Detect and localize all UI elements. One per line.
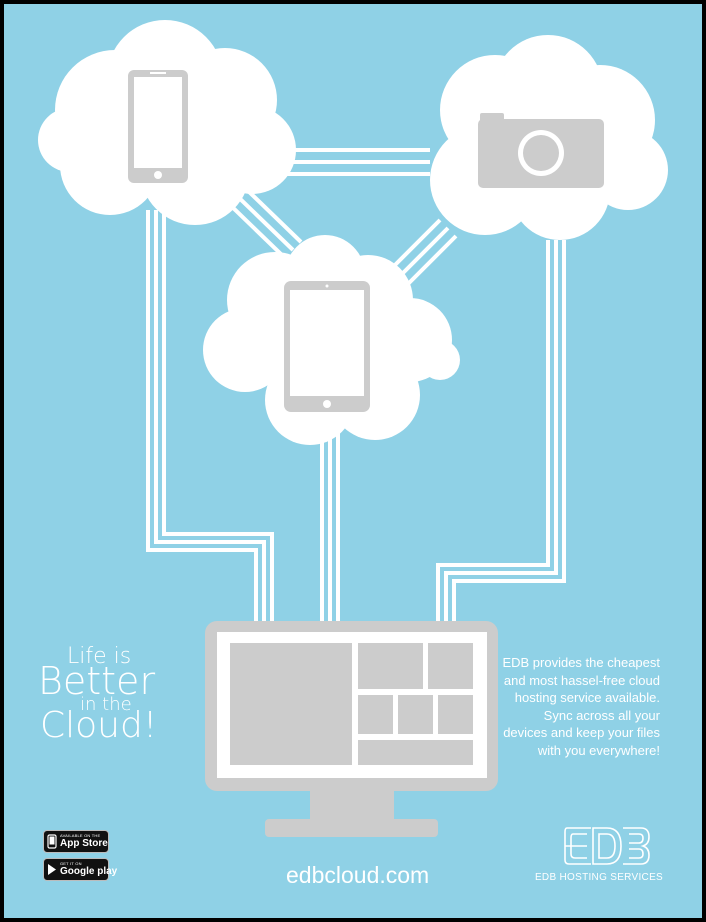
tagline-line-4: Cloud! — [40, 705, 158, 746]
monitor-icon — [205, 621, 498, 837]
tagline-line-2: Better — [38, 659, 156, 703]
camera-icon — [478, 113, 604, 188]
line-tablet-monitor — [320, 430, 340, 625]
tagline-line-3: in the — [80, 694, 132, 715]
app-store-label: App Store — [60, 838, 108, 849]
edb-logo — [564, 827, 650, 865]
apple-icon — [47, 834, 57, 849]
google-play-label: Google play — [60, 866, 118, 877]
line-camera-monitor — [436, 240, 566, 625]
brand-name: EDB HOSTING SERVICES — [534, 872, 664, 883]
cloud-top-left — [38, 20, 296, 225]
line-phone-monitor — [146, 210, 274, 625]
tagline-line-1: Life is — [67, 644, 132, 669]
google-play-small-text: GET IT ON — [60, 861, 82, 866]
app-store-badge[interactable]: AVAILABLE ON THE App Store — [43, 830, 109, 853]
google-play-badge[interactable]: GET IT ON Google play — [43, 858, 117, 881]
line-camera-tablet — [388, 218, 458, 288]
smartphone-icon — [128, 70, 188, 183]
poster: Life is Better in the Cloud! EDB provide… — [4, 4, 702, 918]
description-text: EDB provides the cheapest and most hasse… — [502, 655, 660, 758]
app-store-small-text: AVAILABLE ON THE — [60, 833, 101, 838]
website-link[interactable]: edbcloud.com — [286, 862, 430, 888]
illustration — [38, 20, 668, 837]
line-phone-camera — [280, 148, 430, 176]
tablet-icon — [284, 281, 370, 412]
monitor-screen-tiles — [230, 643, 473, 765]
google-play-icon — [48, 864, 56, 875]
